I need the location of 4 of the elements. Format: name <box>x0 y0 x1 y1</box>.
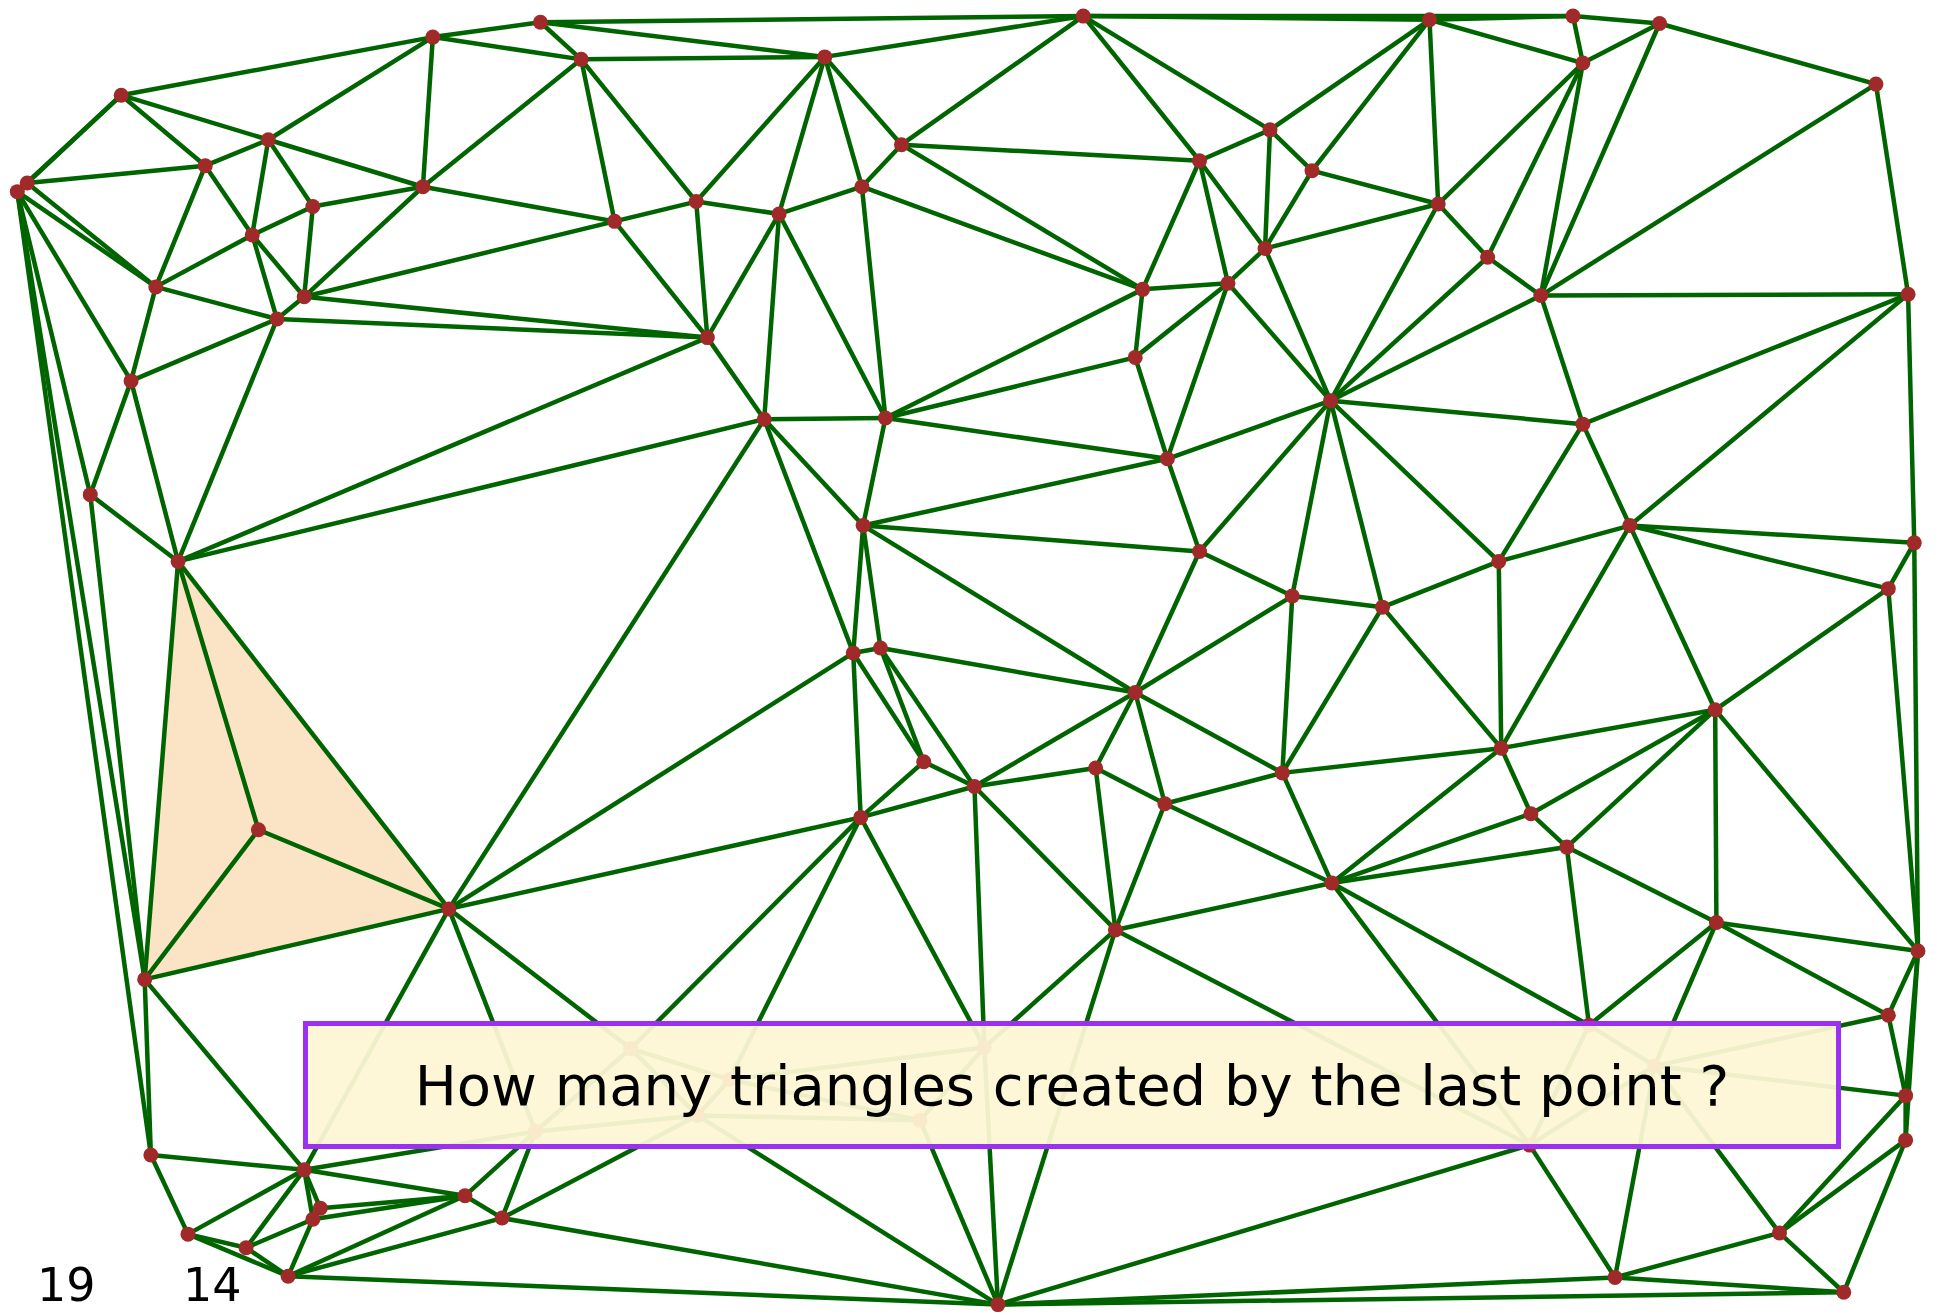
number-label: 19 <box>37 1262 96 1308</box>
question-text: How many triangles created by the last point ? <box>414 1052 1730 1118</box>
number-label: 14 <box>183 1262 242 1308</box>
question-box <box>303 1021 1841 1149</box>
